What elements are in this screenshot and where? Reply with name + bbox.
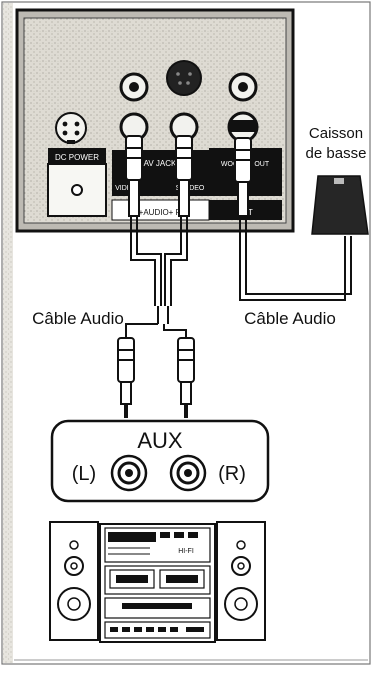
aux-plug-right (177, 337, 195, 418)
aux-plug-left (117, 337, 135, 418)
top-jack-row (119, 60, 258, 102)
left-border-strip (3, 3, 13, 663)
aux-right-label: (R) (218, 463, 246, 485)
aux-right-jack (169, 454, 207, 492)
aux-input-panel: AUX (L) (R) (50, 419, 270, 503)
aux-left-jack (110, 454, 148, 492)
center-unit: HI-FI (99, 523, 216, 643)
av-jack-label: AV JACK (144, 159, 177, 168)
cable-label-left: Câble Audio (32, 309, 124, 328)
connected-jack-row (119, 111, 259, 143)
audio-lr-label: +AUDIO+ R (139, 208, 182, 217)
audio-plug-right (175, 135, 193, 217)
dc-power-port: DC POWER (47, 112, 107, 217)
s-video-port (166, 60, 202, 96)
aux-left-label: (L) (72, 463, 96, 485)
subwoofer-label-line2: de basse (306, 145, 367, 162)
page-frame (1, 1, 371, 665)
subwoofer: Caisson de basse (306, 125, 369, 235)
left-speaker (49, 521, 99, 641)
back-panel: DC POWER AV JACK WOOFER OUT V (15, 8, 295, 233)
dc-power-label: DC POWER (55, 153, 99, 162)
audio-cables (125, 216, 352, 338)
subwoofer-label-line1: Caisson (309, 125, 363, 142)
woofer-plug (234, 137, 252, 217)
jack-row-label-2: S-VIDEO (176, 185, 205, 192)
jack-row-label-1: VIDEO (115, 185, 137, 192)
audio-plug-left (125, 135, 143, 217)
cable-label-right: Câble Audio (244, 309, 336, 328)
stereo-system: HI-FI (49, 521, 266, 643)
right-speaker (216, 521, 266, 641)
aux-title: AUX (137, 428, 183, 453)
stereo-display-text: HI-FI (178, 548, 194, 555)
